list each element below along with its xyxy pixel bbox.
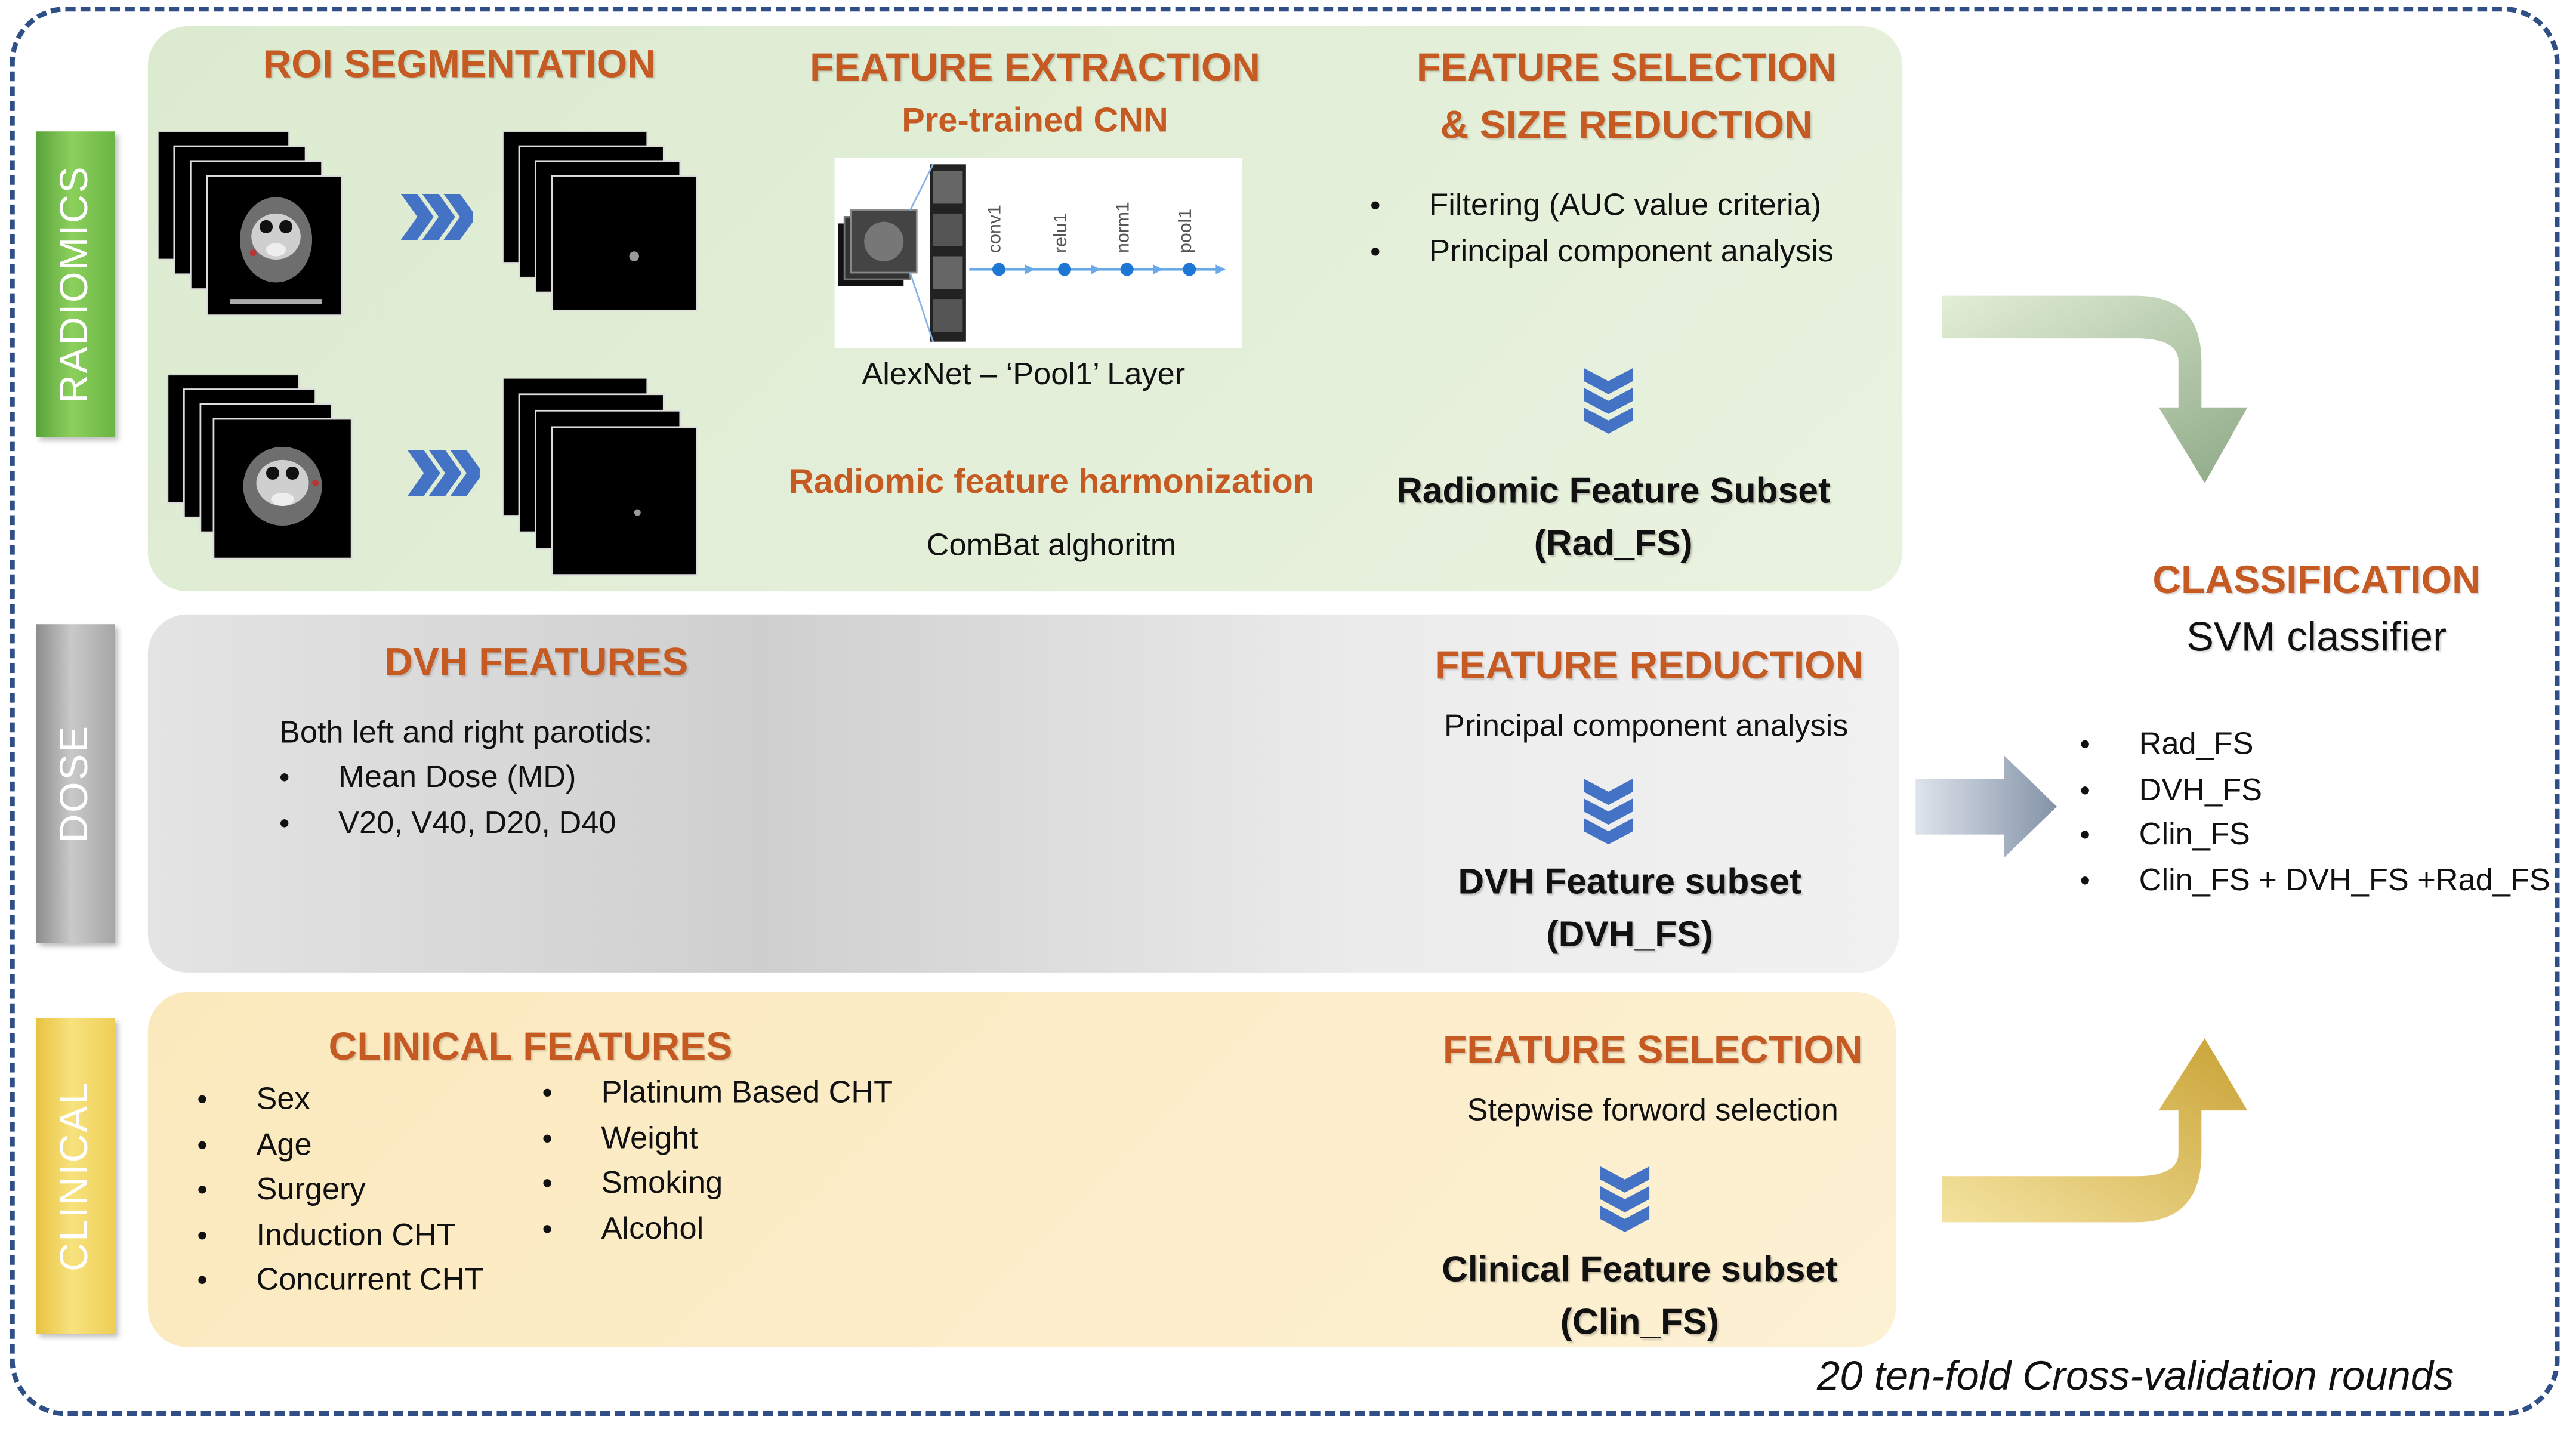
clinical-side-label: CLINICAL — [53, 1081, 97, 1272]
clinical-feature-list-left: Sex Age Surgery Induction CHT Concurrent… — [194, 1078, 483, 1304]
list-item: Age — [194, 1123, 483, 1168]
alexnet-diagram: conv1 relu1 norm1 pool1 — [834, 158, 1242, 348]
clinical-feature-list-right: Platinum Based CHT Weight Smoking Alcoho… — [539, 1071, 893, 1252]
chevron-down-icon — [1584, 368, 1633, 445]
dose-to-classifier-arrow — [1912, 752, 2063, 869]
feature-selection-title: FEATURE SELECTION — [1416, 46, 1837, 91]
radiomic-selection-list: Filtering (AUC value criteria) Principal… — [1367, 184, 1834, 274]
size-reduction-title: & SIZE REDUCTION — [1440, 103, 1813, 148]
pca-method: Principal component analysis — [1443, 709, 1849, 745]
cnn-layer-label: norm1 — [1113, 202, 1134, 253]
dvh-subset-label: DVH Feature subset — [1458, 860, 1801, 902]
classification-title: CLASSIFICATION — [2152, 558, 2481, 603]
dvh-feature-list: Mean Dose (MD) V20, V40, D20, D40 — [276, 755, 616, 845]
cross-validation-label: 20 ten-fold Cross-validation rounds — [1817, 1353, 2454, 1400]
dvh-features-title: DVH FEATURES — [384, 640, 689, 686]
combat-method: ComBat alghoritm — [926, 529, 1177, 564]
list-item: Weight — [539, 1116, 893, 1162]
ct-image-stack-top — [156, 130, 361, 322]
list-item: V20, V40, D20, D40 — [276, 801, 616, 846]
list-item: Rad_FS — [2077, 723, 2550, 768]
list-item: Smoking — [539, 1162, 893, 1207]
clinical-subset-label: Clinical Feature subset — [1442, 1248, 1838, 1290]
clinical-selection-title: FEATURE SELECTION — [1442, 1028, 1863, 1073]
radiomics-side-tab: RADIOMICS — [36, 131, 115, 437]
pretrained-cnn-subtitle: Pre-trained CNN — [902, 101, 1168, 140]
list-item: Surgery — [194, 1168, 483, 1214]
clinical-features-title: CLINICAL FEATURES — [328, 1024, 733, 1070]
dvh-intro: Both left and right parotids: — [279, 716, 653, 751]
list-item: Induction CHT — [194, 1213, 483, 1258]
list-item: Clin_FS — [2077, 813, 2550, 859]
cnn-layer-label: pool1 — [1176, 208, 1196, 253]
alexnet-caption: AlexNet – ‘Pool1’ Layer — [862, 358, 1186, 393]
svm-classifier-label: SVM classifier — [2186, 614, 2447, 661]
roi-mask-stack-bottom — [502, 376, 703, 581]
harmonization-title: Radiomic feature harmonization — [788, 463, 1315, 501]
clinical-to-classifier-arrow — [1939, 1035, 2268, 1240]
ct-image-stack-bottom — [166, 374, 371, 565]
cnn-layer-label: relu1 — [1051, 212, 1072, 253]
roi-mask-stack-top — [502, 130, 703, 315]
radiomic-subset-label: Radiomic Feature Subset — [1396, 470, 1831, 511]
feature-reduction-title: FEATURE REDUCTION — [1435, 644, 1864, 689]
chevron-right-icon — [400, 193, 477, 248]
chevron-down-icon — [1584, 779, 1633, 856]
dvh-subset-code: (DVH_FS) — [1546, 913, 1713, 955]
list-item: Sex — [194, 1078, 483, 1123]
radiomic-subset-code: (Rad_FS) — [1534, 522, 1693, 564]
list-item: Concurrent CHT — [194, 1258, 483, 1304]
list-item: Clin_FS + DVH_FS +Rad_FS — [2077, 859, 2550, 904]
list-item: Filtering (AUC value criteria) — [1367, 184, 1834, 229]
cross-validation-frame — [10, 7, 2560, 1416]
radiomics-to-classifier-arrow — [1939, 289, 2268, 498]
classifier-input-list: Rad_FS DVH_FS Clin_FS Clin_FS + DVH_FS +… — [2077, 723, 2550, 903]
list-item: Principal component analysis — [1367, 229, 1834, 274]
chevron-right-icon — [407, 450, 483, 504]
stepwise-method: Stepwise forword selection — [1467, 1094, 1838, 1129]
cnn-layer-label: conv1 — [985, 205, 1005, 253]
feature-extraction-title: FEATURE EXTRACTION — [810, 46, 1261, 91]
clinical-subset-code: (Clin_FS) — [1560, 1301, 1719, 1342]
list-item: DVH_FS — [2077, 768, 2550, 813]
clinical-side-tab: CLINICAL — [36, 1018, 115, 1334]
list-item: Platinum Based CHT — [539, 1071, 893, 1116]
roi-segmentation-title: ROI SEGMENTATION — [263, 42, 656, 87]
radiomics-side-label: RADIOMICS — [53, 165, 97, 403]
list-item: Mean Dose (MD) — [276, 755, 616, 801]
dose-side-label: DOSE — [53, 724, 97, 843]
dose-side-tab: DOSE — [36, 624, 115, 943]
chevron-down-icon — [1600, 1166, 1650, 1243]
list-item: Alcohol — [539, 1206, 893, 1252]
